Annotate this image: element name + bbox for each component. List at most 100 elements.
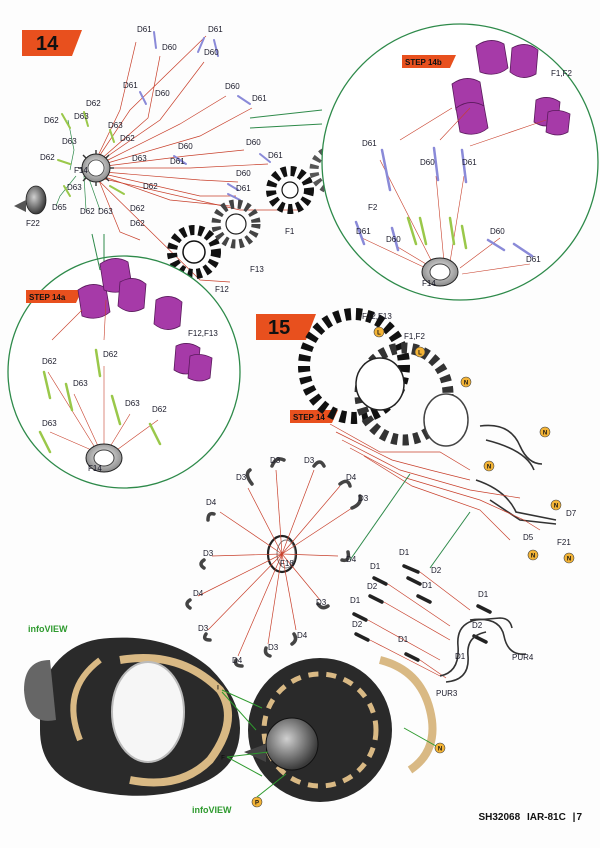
part-label-labels14-27: D62 bbox=[130, 204, 145, 213]
part-label-labels14-33: F12 bbox=[215, 285, 229, 294]
part-label-labels15-13: D4 bbox=[346, 555, 357, 564]
footer-model: IAR-81C bbox=[526, 812, 566, 823]
badge-letter-8: I bbox=[217, 686, 219, 692]
part-label-labels14a-4: D63 bbox=[42, 419, 57, 428]
footer-page: |7 bbox=[572, 812, 582, 823]
part-label-labels14-17: D60 bbox=[246, 138, 261, 147]
cylinder-star-f1 bbox=[266, 166, 314, 214]
part-label-labels14-3: D60 bbox=[204, 48, 219, 57]
badge-l-1 bbox=[373, 326, 385, 338]
parts-d1-d2 bbox=[352, 564, 492, 662]
f14-crankcase bbox=[78, 150, 114, 186]
part-label-labels15-15: D3 bbox=[316, 598, 327, 607]
part-label-labels15-27: PUR4 bbox=[512, 653, 534, 662]
part-label-labels14-15: D63 bbox=[132, 154, 147, 163]
part-label-labels14a-3: D63 bbox=[73, 379, 88, 388]
part-label-labels15-8: D7 bbox=[566, 509, 577, 518]
part-label-labels14-24: D65 bbox=[52, 203, 67, 212]
part-label-labels15-14: D4 bbox=[193, 589, 204, 598]
part-label-labels15-5: D4 bbox=[346, 473, 357, 482]
cylinder-star-f13 bbox=[211, 199, 261, 249]
part-label-labels14-20: D61 bbox=[170, 157, 185, 166]
part-label-labels14-6: D60 bbox=[225, 82, 240, 91]
part-label-labels15-4: D3 bbox=[236, 473, 247, 482]
part-label-labels15-32: D3 bbox=[268, 643, 279, 652]
part-label-labels14a-1: D62 bbox=[42, 357, 57, 366]
cylinder-star-f12 bbox=[167, 225, 221, 279]
engine-assembly-15 bbox=[298, 308, 469, 447]
badge-n-6 bbox=[563, 552, 575, 564]
part-label-labels15-16: D1 bbox=[399, 548, 410, 557]
part-label-labels14-7: D61 bbox=[252, 94, 267, 103]
part-label-labels15-3: D3 bbox=[304, 456, 315, 465]
badge-letter-6: N bbox=[531, 554, 535, 560]
part-label-labels14-9: D62 bbox=[44, 116, 59, 125]
page-footer: SH32068 IAR-81C |7 bbox=[474, 812, 582, 823]
part-label-labels14a-2: D62 bbox=[103, 350, 118, 359]
part-label-labels14b-4: F2 bbox=[368, 203, 378, 212]
badge-letter-4: N bbox=[487, 465, 491, 471]
badge-letter-7: N bbox=[567, 557, 571, 563]
infoview-label-2: infoVIEW bbox=[192, 805, 232, 815]
badge-letter-11: N bbox=[438, 747, 442, 753]
badge-n-4 bbox=[550, 499, 562, 511]
pur-tubes bbox=[439, 617, 527, 683]
badge-letter-2: N bbox=[464, 381, 468, 387]
part-label-labels15-30: D4 bbox=[297, 631, 308, 640]
part-label-labels14-29: D61 bbox=[236, 184, 251, 193]
part-label-labels15-21: D1 bbox=[350, 596, 361, 605]
step-14a-title: STEP 14a bbox=[29, 293, 66, 302]
part-label-labels14b-8: D61 bbox=[526, 255, 541, 264]
part-label-labels14b-2: D60 bbox=[420, 158, 435, 167]
step-15-number: 15 bbox=[268, 317, 290, 339]
part-label-labels14-28: D62 bbox=[130, 219, 145, 228]
part-label-labels15-2: D3 bbox=[270, 456, 281, 465]
part-label-labels15-6: D4 bbox=[206, 498, 217, 507]
part-label-labels14-11: D63 bbox=[108, 121, 123, 130]
badge-n-2 bbox=[539, 426, 551, 438]
part-label-labels14-31: F22 bbox=[26, 219, 40, 228]
part-label-labels14b-9: F14 bbox=[422, 279, 436, 288]
f18-spokes bbox=[197, 469, 353, 657]
part-label-labels15-26: D1 bbox=[455, 652, 466, 661]
badge-n-5 bbox=[527, 549, 539, 561]
pushrods-d60-d61 bbox=[139, 31, 271, 201]
infoview-render-left bbox=[24, 637, 240, 796]
part-label-labels14b-0: F1,F2 bbox=[551, 69, 572, 78]
part-label-labels14-2: D60 bbox=[162, 43, 177, 52]
part-label-labels14a-7: F14 bbox=[88, 464, 102, 473]
part-label-labels14-13: D62 bbox=[120, 134, 135, 143]
part-label-labels14-1: D61 bbox=[208, 25, 223, 34]
badge-letter-0: L bbox=[377, 331, 381, 337]
badge-n-1 bbox=[460, 376, 472, 388]
magenta-cylinders-14a bbox=[77, 258, 213, 382]
badge-letter-3: N bbox=[543, 431, 547, 437]
step-14a-circle bbox=[7, 255, 241, 489]
exhaust-pipes bbox=[475, 424, 557, 525]
part-label-labels15-31: D4 bbox=[232, 656, 243, 665]
part-label-labels14-4: D61 bbox=[123, 81, 138, 90]
part-label-labels15-20: D2 bbox=[367, 582, 378, 591]
part-label-labels14b-7: D60 bbox=[490, 227, 505, 236]
part-label-labels14a-0: F12,F13 bbox=[188, 329, 218, 338]
step-15-badge bbox=[256, 314, 316, 340]
part-label-labels14-16: F14 bbox=[74, 166, 88, 175]
part-label-labels14b-5: D61 bbox=[356, 227, 371, 236]
part-label-labels14b-1: D61 bbox=[362, 139, 377, 148]
part-label-labels15-7: D3 bbox=[358, 494, 369, 503]
step-14b-badge bbox=[402, 55, 456, 68]
part-label-labels15-12: D3 bbox=[203, 549, 214, 558]
part-label-labels14-14: D62 bbox=[40, 153, 55, 162]
part-label-labels14-21: D63 bbox=[67, 183, 82, 192]
part-label-labels15-24: D2 bbox=[472, 621, 483, 630]
step-14b-circle bbox=[321, 23, 599, 301]
badge-letter-5: N bbox=[554, 504, 558, 510]
part-label-labels14-18: D60 bbox=[178, 142, 193, 151]
f14-hub-14a bbox=[85, 443, 123, 473]
infoview-label-1: infoVIEW bbox=[28, 624, 68, 634]
part-label-labels15-11: F18 bbox=[280, 559, 294, 568]
part-label-labels15-17: D2 bbox=[431, 566, 442, 575]
step-14-ref-title: STEP 14 bbox=[293, 413, 325, 422]
part-label-labels15-22: D1 bbox=[478, 590, 489, 599]
